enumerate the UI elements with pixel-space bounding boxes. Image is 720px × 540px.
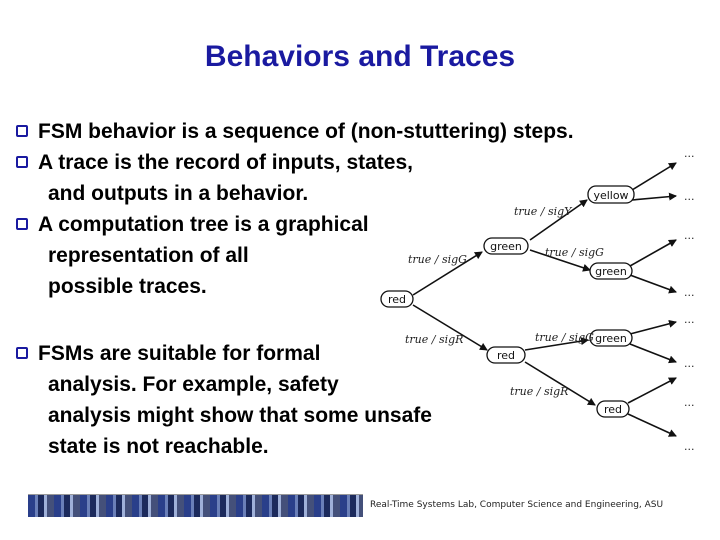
tree-edge <box>412 251 483 296</box>
tree-edge <box>629 239 677 267</box>
tree-edge <box>627 413 677 437</box>
state-node-shape <box>596 400 630 418</box>
state-node-label: red <box>604 403 622 416</box>
bullet-item: FSM behavior is a sequence of (non-stutt… <box>16 116 574 147</box>
bullet-line: FSMs are suitable for formal <box>38 342 321 365</box>
state-node-shape <box>380 290 414 308</box>
bullet-line: and outputs in a behavior. <box>48 182 309 205</box>
tree-edge <box>524 337 589 351</box>
tree-edge <box>529 249 591 272</box>
continuation-dots: ... <box>684 147 695 160</box>
footer-image-strip <box>28 494 363 517</box>
state-node-shape <box>589 262 633 280</box>
continuation-dots: ... <box>684 190 695 203</box>
state-node-shape <box>486 346 526 364</box>
checkbox-bullet-icon <box>16 125 28 137</box>
edge-label: true / sigR <box>405 333 463 346</box>
bullet-line: A computation tree is a graphical <box>38 213 369 236</box>
bullet-line: FSM behavior is a sequence of (non-stutt… <box>38 120 574 143</box>
bullet-line: state is not reachable. <box>48 435 269 458</box>
checkbox-bullet-icon <box>16 347 28 359</box>
checkbox-bullet-icon <box>16 218 28 230</box>
bullet-item: A trace is the record of inputs, states,… <box>16 147 413 209</box>
edge-label: true / sigG <box>535 331 594 344</box>
tree-edge <box>524 361 596 406</box>
state-node-shape <box>589 329 633 347</box>
edge-label: true / sigG <box>408 253 467 266</box>
tree-edge <box>412 304 488 351</box>
bullet-line: analysis might show that some unsafe <box>48 404 432 427</box>
edge-label: true / sigG <box>545 246 604 259</box>
state-node-label: green <box>595 332 627 345</box>
state-node-shape <box>587 185 635 204</box>
edge-label: true / sigR <box>510 385 568 398</box>
checkbox-bullet-icon <box>16 156 28 168</box>
bullet-line: A trace is the record of inputs, states, <box>38 151 413 174</box>
bullet-item: FSMs are suitable for formal analysis. F… <box>16 338 432 462</box>
continuation-dots: ... <box>684 229 695 242</box>
bullet-line: analysis. For example, safety <box>48 373 339 396</box>
tree-edge <box>629 319 677 335</box>
tree-edge <box>631 192 677 201</box>
edge-label: true / sigY <box>514 205 573 218</box>
continuation-dots: ... <box>684 313 695 326</box>
state-node-label: yellow <box>593 189 628 202</box>
continuation-dots: ... <box>684 286 695 299</box>
state-node-shape <box>483 237 529 255</box>
state-node-label: green <box>490 240 522 253</box>
continuation-dots: ... <box>684 440 695 453</box>
state-node-label: green <box>595 265 627 278</box>
tree-edge <box>627 377 677 404</box>
bullet-item: A computation tree is a graphical repres… <box>16 209 369 302</box>
footer-text: Real-Time Systems Lab, Computer Science … <box>370 500 664 510</box>
slide-title: Behaviors and Traces <box>204 40 516 73</box>
tree-edge <box>529 199 588 241</box>
bullet-line: possible traces. <box>48 275 207 298</box>
tree-edge <box>631 162 677 191</box>
tree-edge <box>629 343 677 364</box>
state-node-label: red <box>497 349 515 362</box>
continuation-dots: ... <box>684 396 695 409</box>
tree-edge <box>629 274 677 294</box>
continuation-dots: ... <box>684 357 695 370</box>
bullet-line: representation of all <box>48 244 249 267</box>
state-node-label: red <box>388 293 406 306</box>
